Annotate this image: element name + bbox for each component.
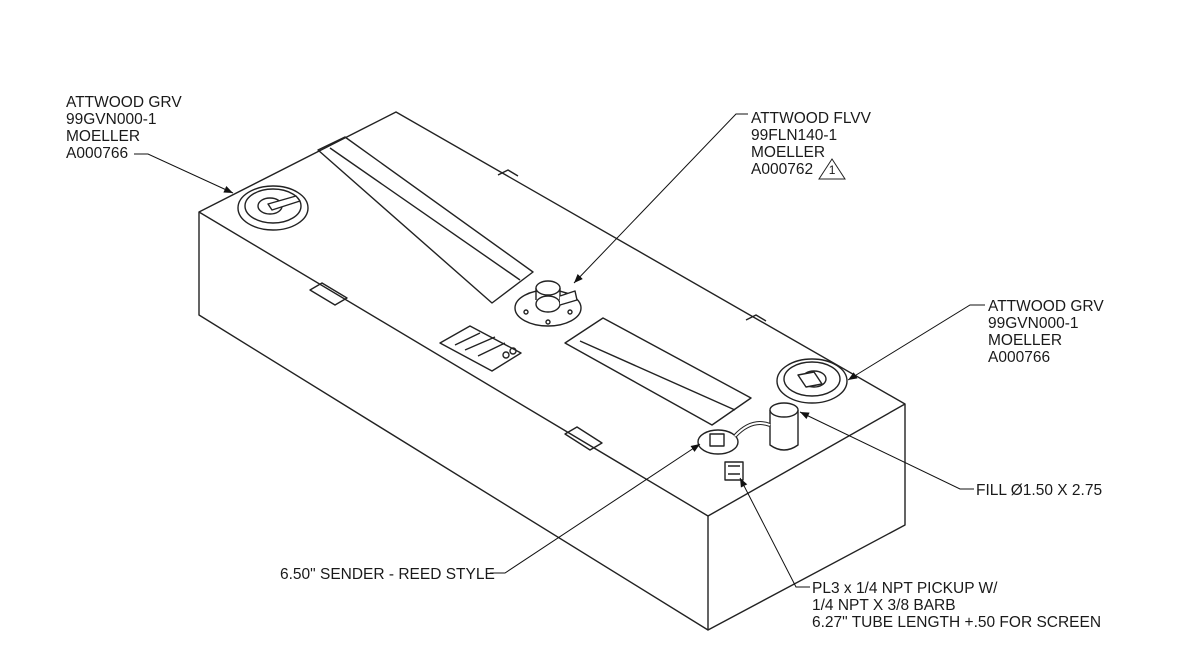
callout-line: MOELLER [66,128,141,145]
callout-line: A000762 1 [751,158,871,180]
callout-line: ATTWOOD GRV [66,94,182,111]
callout-fill: FILL Ø1.50 X 2.75 [976,482,1102,499]
callout-line: 99FLN140-1 [751,127,838,144]
callout-line: A000766 [988,349,1051,366]
callout-grv-right: ATTWOOD GRV 99GVN000-1 MOELLER A000766 [988,298,1104,366]
grv-valve-top [237,185,309,231]
leader-sender [490,443,701,574]
callout-flvv: ATTWOOD FLVV 99FLN140-1 MOELLER A000762 1 [751,110,871,180]
callout-line: MOELLER [988,332,1063,349]
leader-grv-top [134,153,234,194]
leader-fill [799,411,974,490]
callout-line: 6.50" SENDER - REED STYLE [280,566,495,583]
callout-line: 99GVN000-1 [988,315,1079,332]
callout-pickup: PL3 x 1/4 NPT PICKUP W/ 1/4 NPT X 3/8 BA… [812,580,1101,631]
callout-line: ATTWOOD GRV [988,298,1104,315]
callout-part: A000762 [751,161,814,178]
grv-valve-right [776,358,848,404]
callout-line: 99GVN000-1 [66,111,157,128]
pickup-fitting [724,461,744,481]
side-clip-right [564,426,603,451]
top-recess-left [317,136,534,304]
side-clip-left [309,282,348,306]
callout-line: 1/4 NPT X 3/8 BARB [812,597,956,614]
label-plate [439,325,522,372]
callout-line: PL3 x 1/4 NPT PICKUP W/ [812,580,998,597]
leader-pickup [739,477,810,588]
callout-line: A000766 [66,145,129,162]
revision-number: 1 [828,163,836,177]
leader-grv-right [847,304,985,381]
top-recess-right [564,317,752,426]
callout-line: MOELLER [751,144,826,161]
revision-triangle-icon: 1 [817,158,847,180]
leader-flvv [573,113,748,284]
callout-sender: 6.50" SENDER - REED STYLE [280,566,495,583]
flvv-valve [514,280,582,327]
callout-line: ATTWOOD FLVV [751,110,871,127]
callout-line: FILL Ø1.50 X 2.75 [976,482,1103,499]
callout-grv-top: ATTWOOD GRV 99GVN000-1 MOELLER A000766 [66,94,182,162]
callout-line: 6.27" TUBE LENGTH +.50 FOR SCREEN [812,614,1102,631]
sender-unit [697,421,771,455]
tank-body [198,111,906,631]
fill-neck [769,402,799,451]
